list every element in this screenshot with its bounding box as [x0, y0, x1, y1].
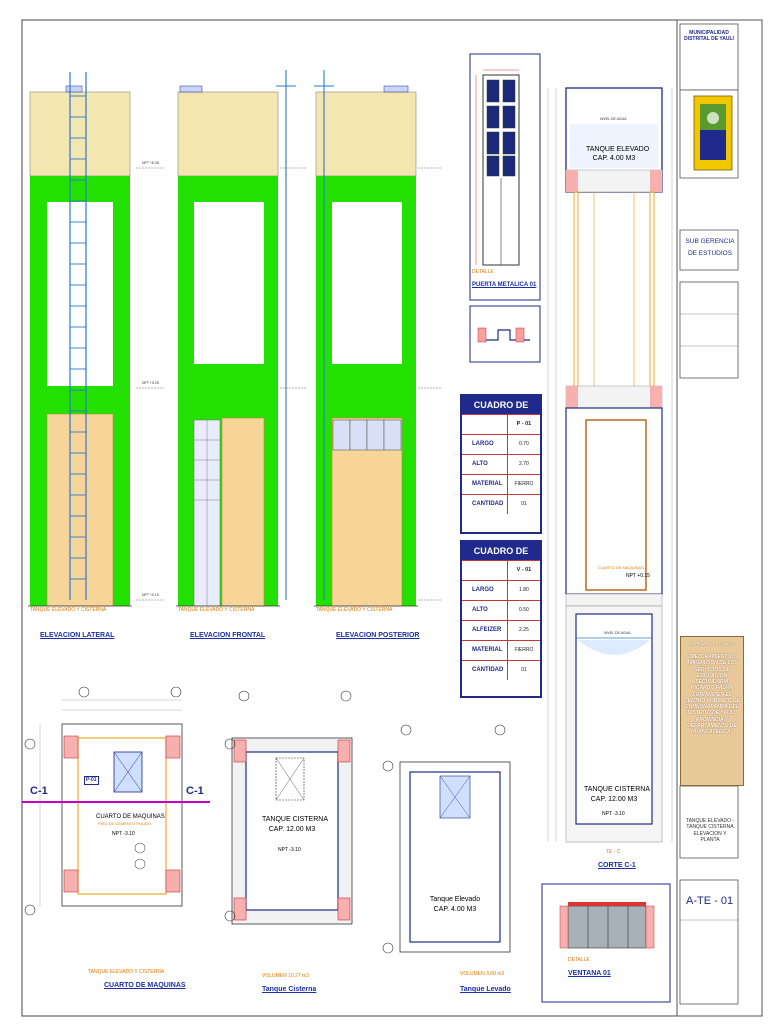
machines-title: CUARTO DE MAQUINAS	[104, 982, 186, 989]
title-block	[679, 23, 739, 1005]
section-c1	[547, 87, 673, 843]
window-detail-caption: DETALLE	[568, 957, 590, 963]
section-water-level-top: NIVEL DE AGUA	[600, 117, 627, 121]
windows-table-title: CUADRO DE VENTANAS	[462, 542, 540, 574]
project-name: "MEJORAMIENTO Y AMPLIACION DE LOS SERVIC…	[684, 654, 740, 735]
plan-machine-room	[22, 686, 210, 916]
level-mark-mid: NPT +5.25	[142, 381, 159, 385]
level-mark-top: NPT +8.35	[142, 161, 159, 165]
section-caption: TE - C	[606, 849, 621, 855]
cistern-plan-cap: CAP. 12.00 M3	[268, 826, 316, 833]
section-tank-top: TANQUE ELEVADO	[586, 146, 650, 153]
doors-table-title: CUADRO DE PUERTAS	[462, 396, 540, 428]
posterior-title: ELEVACION POSTERIOR	[336, 632, 420, 639]
cistern-plan-title: Tanque Cisterna	[262, 986, 317, 993]
machines-caption: TANQUE ELEVADO Y CISTERNA	[88, 969, 165, 975]
cistern-plan-name: TANQUE CISTERNA	[262, 816, 328, 823]
section-cistern-npt: NPT -3.10	[602, 811, 625, 817]
cut-marker-right: C-1	[186, 785, 204, 797]
posterior-caption: TANQUE ELEVADO Y CISTERNA	[316, 607, 393, 613]
office-name: SUB GERENCIA DE ESTUDIOS	[685, 238, 735, 257]
elevation-posterior	[314, 70, 418, 607]
cut-marker-left: C-1	[30, 785, 48, 797]
cistern-plan-npt: NPT -3.10	[278, 847, 301, 853]
municipality-name: MUNICIPALIDAD DISTRITAL DE YAULI	[684, 30, 734, 42]
plan-elevated-tank	[382, 724, 511, 954]
cistern-plan-caption: VOLUMEN 10.27 m3	[262, 973, 309, 979]
level-mark-bottom: NPT +0.15	[142, 593, 159, 597]
door-detail-caption: DETALLE	[472, 269, 494, 275]
section-cistern: TANQUE CISTERNA	[584, 786, 650, 793]
machines-door-tag: P-01	[84, 776, 99, 785]
project-heading: EXPEDIENTE TECNICO	[689, 641, 735, 646]
door-detail-title: PUERTA METALICA 01	[472, 282, 537, 288]
machines-npt: NPT -3.10	[112, 831, 135, 837]
frontal-caption: TANQUE ELEVADO Y CISTERNA	[178, 607, 255, 613]
machines-room-label: CUARTO DE MAQUINAS	[96, 814, 165, 820]
section-title: CORTE C-1	[598, 862, 636, 869]
frontal-title: ELEVACION FRONTAL	[190, 632, 266, 639]
window-detail	[541, 883, 671, 1003]
section-cistern-cap: CAP. 12.00 M3	[590, 796, 638, 803]
project-box: EXPEDIENTE TECNICO "MEJORAMIENTO Y AMPLI…	[680, 636, 744, 786]
elevation-frontal	[176, 70, 296, 607]
windows-table-col: V - 01	[506, 561, 540, 580]
plan-cistern	[224, 690, 353, 925]
sheet-description: TANQUE ELEVADO - TANQUE CISTERNA ELEVACI…	[685, 818, 735, 843]
section-tank-top-cap: CAP. 4.00 M3	[592, 155, 636, 162]
lateral-caption: TANQUE ELEVADO Y CISTERNA	[30, 607, 107, 613]
elevation-lateral	[28, 72, 132, 607]
section-machine-room: CUARTO DE MAQUINAS	[598, 565, 644, 570]
machines-floor-label: PISO DE CEMENTO PULIDO	[98, 821, 152, 826]
elevated-plan-title: Tanque Levado	[460, 986, 511, 993]
door-metal-detail	[469, 53, 541, 363]
sheet-code: A-TE - 01	[686, 895, 734, 907]
elevated-plan-name: Tanque Elevado	[429, 896, 481, 903]
section-machine-npt: NPT +0.15	[626, 573, 650, 579]
section-water-level-bottom: NIVEL DE AGUA	[604, 631, 631, 635]
window-detail-title: VENTANA 01	[568, 970, 611, 977]
doors-table-col: P - 01	[506, 415, 540, 434]
elevated-plan-caption: VOLUMEN 3.60 m3	[460, 971, 505, 977]
lateral-title: ELEVACION LATERAL	[40, 632, 115, 639]
elevated-plan-cap: CAP. 4.00 M3	[433, 906, 477, 913]
